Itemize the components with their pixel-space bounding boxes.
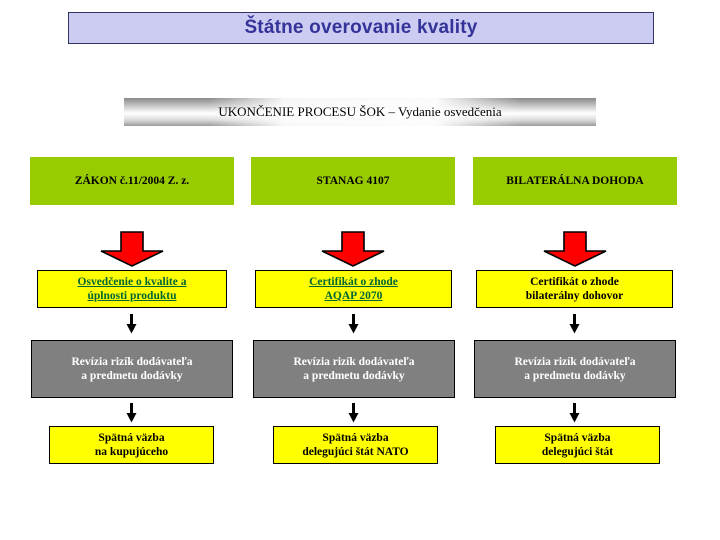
black-arrow-3a bbox=[569, 314, 580, 334]
page-title-bar: Štátne overovanie kvality bbox=[68, 12, 654, 44]
feedback-box-3-label: Spätná väzba delegujúci štát bbox=[541, 431, 614, 458]
source-box-1: ZÁKON č.11/2004 Z. z. bbox=[30, 157, 234, 205]
red-block-arrow-3 bbox=[543, 231, 607, 267]
source-box-2-label: STANAG 4107 bbox=[316, 174, 390, 187]
black-arrow-3b bbox=[569, 403, 580, 423]
feedback-box-2: Spätná väzba delegujúci štát NATO bbox=[273, 426, 438, 464]
source-box-3-label: BILATERÁLNA DOHODA bbox=[506, 174, 644, 187]
review-box-3-label: Revízia rizík dodávateľa a predmetu dodá… bbox=[514, 355, 636, 382]
certificate-box-3: Certifikát o zhode bilaterálny dohovor bbox=[476, 270, 673, 308]
review-box-2-label: Revízia rizík dodávateľa a predmetu dodá… bbox=[293, 355, 415, 382]
page-title: Štátne overovanie kvality bbox=[244, 17, 478, 38]
red-block-arrow-1 bbox=[100, 231, 164, 267]
source-box-3: BILATERÁLNA DOHODA bbox=[473, 157, 677, 205]
source-box-2: STANAG 4107 bbox=[251, 157, 455, 205]
review-box-1: Revízia rizík dodávateľa a predmetu dodá… bbox=[31, 340, 233, 398]
certificate-box-3-label: Certifikát o zhode bilaterálny dohovor bbox=[525, 275, 624, 302]
feedback-box-1: Spätná väzba na kupujúceho bbox=[49, 426, 214, 464]
black-arrow-1a bbox=[126, 314, 137, 334]
review-box-2: Revízia rizík dodávateľa a predmetu dodá… bbox=[253, 340, 455, 398]
feedback-box-1-label: Spätná väzba na kupujúceho bbox=[94, 431, 169, 458]
feedback-box-3: Spätná väzba delegujúci štát bbox=[495, 426, 660, 464]
review-box-3: Revízia rizík dodávateľa a predmetu dodá… bbox=[474, 340, 676, 398]
certificate-box-1[interactable]: Osvedčenie o kvalite a úplnosti produktu bbox=[37, 270, 227, 308]
black-arrow-2a bbox=[348, 314, 359, 334]
subtitle-banner: UKONČENIE PROCESU ŠOK – Vydanie osvedčen… bbox=[124, 98, 596, 126]
black-arrow-2b bbox=[348, 403, 359, 423]
black-arrow-1b bbox=[126, 403, 137, 423]
feedback-box-2-label: Spätná väzba delegujúci štát NATO bbox=[302, 431, 409, 458]
certificate-box-2[interactable]: Certifikát o zhode AQAP 2070 bbox=[255, 270, 452, 308]
review-box-1-label: Revízia rizík dodávateľa a predmetu dodá… bbox=[71, 355, 193, 382]
source-box-1-label: ZÁKON č.11/2004 Z. z. bbox=[74, 174, 190, 187]
subtitle-text: UKONČENIE PROCESU ŠOK – Vydanie osvedčen… bbox=[218, 104, 502, 119]
certificate-box-1-label: Osvedčenie o kvalite a úplnosti produktu bbox=[77, 275, 187, 302]
certificate-box-2-label: Certifikát o zhode AQAP 2070 bbox=[309, 275, 398, 302]
red-block-arrow-2 bbox=[321, 231, 385, 267]
